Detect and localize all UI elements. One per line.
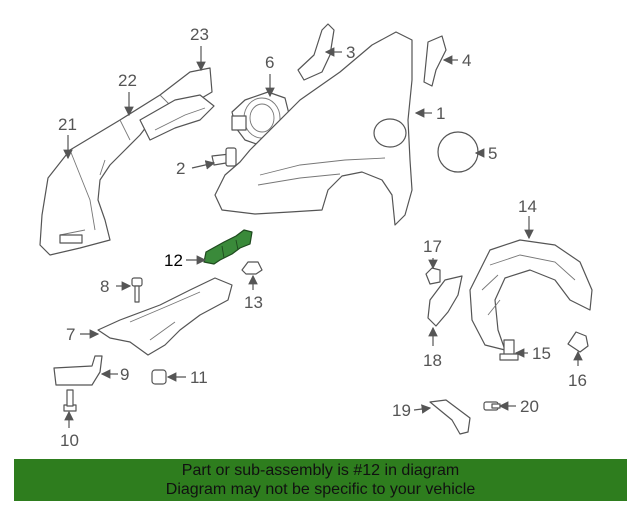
part-20-bolt — [483, 401, 501, 411]
part-14-wheel-liner — [469, 239, 593, 351]
callout-1: 1 — [436, 104, 445, 123]
callout-16: 16 — [568, 371, 587, 390]
callout-14: 14 — [518, 197, 537, 216]
callout-11: 11 — [190, 368, 208, 387]
part-17-18-clip-brace — [425, 267, 463, 327]
part-21-22-23-liner — [39, 67, 215, 256]
callout-18: 18 — [423, 351, 442, 370]
part-13-clip — [241, 261, 263, 275]
banner-line-2: Diagram may not be specific to your vehi… — [165, 481, 476, 498]
part-10-bolt — [63, 389, 77, 412]
callout-4: 4 — [462, 51, 471, 70]
callout-2: 2 — [176, 159, 185, 178]
leader-lines — [63, 46, 583, 428]
callout-22: 22 — [118, 71, 137, 90]
callout-13: 13 — [244, 293, 263, 312]
callout-10: 10 — [60, 431, 79, 450]
callout-20: 20 — [520, 397, 539, 416]
part-2-bolt — [211, 147, 237, 167]
callout-17: 17 — [423, 237, 442, 256]
part-9-bracket — [53, 355, 103, 386]
callout-9: 9 — [120, 365, 129, 384]
part-3-bracket — [297, 23, 335, 81]
part-12-bracket-highlighted — [203, 229, 253, 265]
part-7-lower-bracket — [97, 277, 233, 356]
info-banner: Part or sub-assembly is #12 in diagram D… — [14, 459, 627, 501]
callout-19: 19 — [392, 401, 411, 420]
part-5-cap — [437, 131, 479, 173]
parts-diagram: 23 22 21 6 2 3 4 1 5 14 17 12 13 8 7 9 1… — [39, 23, 593, 450]
part-1-fender — [214, 31, 413, 226]
part-16-clip — [567, 331, 589, 353]
part-4-bracket — [423, 35, 447, 87]
callout-12: 12 — [164, 251, 183, 270]
callout-7: 7 — [66, 325, 75, 344]
callout-5: 5 — [488, 144, 497, 163]
callout-8: 8 — [100, 277, 109, 296]
banner-line-1: Part or sub-assembly is #12 in diagram — [181, 462, 460, 479]
part-8-pin — [131, 277, 143, 303]
part-19-brace — [429, 399, 471, 435]
callout-15: 15 — [532, 344, 551, 363]
callout-3: 3 — [346, 43, 355, 62]
callout-6: 6 — [265, 53, 274, 72]
callout-23: 23 — [190, 25, 209, 44]
callout-21: 21 — [58, 115, 77, 134]
part-11-bushing — [151, 369, 167, 385]
